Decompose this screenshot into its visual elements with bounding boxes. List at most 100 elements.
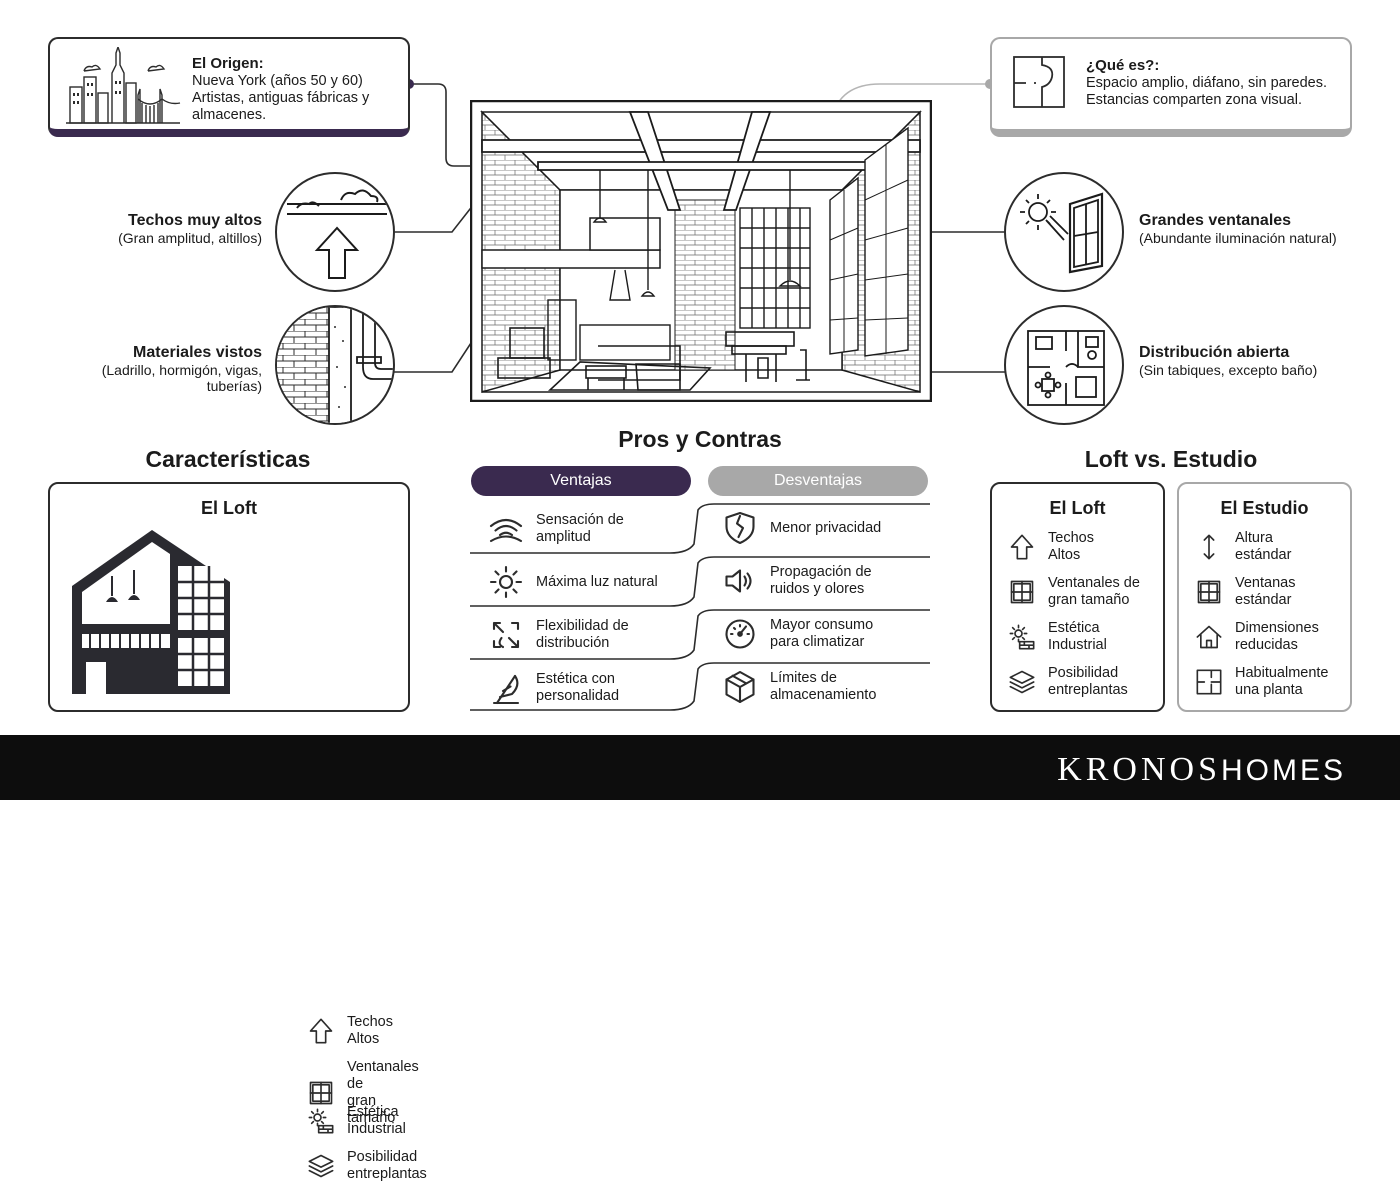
sun-window-icon [1020, 192, 1104, 274]
list-item-text: estándar [1235, 592, 1292, 608]
brand-logo[interactable]: KRONOSHOMES [1057, 751, 1346, 789]
list-item-text: Ventanales de [1048, 575, 1140, 591]
layers-icon [308, 1154, 334, 1178]
list-item-text: Estética con [536, 671, 615, 687]
loft-box-title: El Loft [201, 498, 257, 518]
arrow-up-icon [309, 1018, 333, 1044]
list-item-text: Industrial [1048, 637, 1107, 653]
list-item-text: almacenamiento [770, 687, 877, 703]
feature-distribution: Distribución abierta (Sin tabiques, exce… [1139, 344, 1317, 378]
move-arrows-icon [492, 621, 520, 649]
feature-subtitle: tuberías) [206, 378, 262, 394]
comparison-studio-card: El Estudio [1177, 482, 1352, 712]
feature-circle-materials [275, 305, 395, 425]
feature-materials: Materiales vistos (Ladrillo, hormigón, v… [70, 344, 262, 394]
definition-card: ¿Qué es?: Espacio amplio, diáfano, sin p… [990, 37, 1352, 137]
loft-building-icon [72, 530, 230, 694]
list-item-text: Estética [1048, 620, 1100, 636]
list-item: Menor privacidad [722, 510, 881, 546]
brand-name-b: HOMES [1220, 754, 1346, 787]
exposed-materials-icon [277, 307, 393, 423]
list-item-text: gran tamaño [1048, 592, 1130, 608]
feature-title: Materiales vistos [133, 344, 262, 361]
list-item-text: Sensación de [536, 512, 624, 528]
list-item-text: Flexibilidad de [536, 618, 629, 634]
pros-contras-heading: Pros y Contras [618, 426, 782, 452]
floorplan-icon [1013, 56, 1065, 108]
feature-circle-high-ceiling [275, 172, 395, 292]
list-item-text: Propagación de [770, 564, 872, 580]
comparison-heading: Loft vs. Estudio [1084, 446, 1258, 472]
feature-title: Techos muy altos [128, 212, 262, 229]
definition-line: Estancias comparten zona visual. [1086, 92, 1302, 108]
window-icon [1010, 580, 1034, 604]
floorplan-icon [1027, 330, 1105, 406]
list-item-text: reducidas [1235, 637, 1298, 653]
pros-contras-dividers [470, 503, 930, 711]
house-icon [1196, 625, 1222, 649]
list-item-text: Mayor consumo [770, 617, 874, 633]
gear-brick-icon [308, 1108, 334, 1134]
gear-brick-icon [1009, 624, 1035, 650]
box-icon [725, 670, 755, 704]
list-item-text: Ventanas [1235, 575, 1296, 591]
window-icon [309, 1081, 333, 1105]
feature-high-ceiling: Techos muy altos (Gran amplitud, altillo… [70, 212, 262, 246]
feature-subtitle: (Gran amplitud, altillos) [118, 230, 262, 246]
list-item-text: Habitualmente [1235, 665, 1329, 681]
layers-icon [1009, 670, 1035, 694]
gauge-icon [725, 619, 755, 649]
feature-title: Grandes ventanales [1139, 212, 1292, 229]
list-item-text: entreplantas [1048, 682, 1128, 698]
list-item-text: Altura [1235, 530, 1273, 546]
list-item-text: estándar [1235, 547, 1292, 563]
window-icon [1197, 580, 1221, 604]
broken-shield-icon [725, 511, 755, 545]
list-item: Máxima luz natural [488, 564, 658, 600]
arrow-up-icon [1010, 534, 1034, 560]
list-item-text: personalidad [536, 688, 620, 704]
list-item-text: Altos [347, 1031, 380, 1047]
wifi-waves-icon [489, 518, 523, 543]
list-item-text: Límites de [770, 670, 837, 686]
speaker-icon [725, 569, 752, 593]
loft-box-title: El Loft [1049, 498, 1106, 518]
origin-line: Artistas, antiguas fábricas y [192, 90, 370, 106]
list-item-text: distribución [536, 635, 610, 651]
loft-illustration [470, 100, 932, 402]
list-item-text: Estética [347, 1104, 399, 1120]
list-item-text: amplitud [536, 529, 591, 545]
list-item-text: entreplantas [347, 1166, 427, 1182]
pros-label: Ventajas [471, 466, 691, 496]
feature-windows: Grandes ventanales (Abundante iluminació… [1139, 212, 1337, 246]
feature-subtitle: (Abundante iluminación natural) [1139, 230, 1337, 246]
definition-title: ¿Qué es?: [1086, 57, 1160, 74]
list-item-text: Techos [347, 1014, 393, 1030]
list-item-text: Posibilidad [1048, 665, 1119, 681]
brand-name-a: KRONOS [1057, 751, 1221, 788]
origin-title: El Origen: [192, 55, 264, 72]
sun-icon [489, 565, 523, 599]
list-item-text: para climatizar [770, 634, 865, 650]
list-item-text: Menor privacidad [770, 519, 882, 536]
floorplan-icon [1196, 669, 1222, 695]
list-item-text: Industrial [347, 1121, 406, 1137]
feather-icon [492, 674, 520, 705]
list-item-text: Posibilidad [347, 1149, 418, 1165]
footer-bar: KRONOSHOMES [0, 735, 1400, 800]
feature-title: Distribución abierta [1139, 344, 1290, 361]
list-item-text: Máxima luz natural [536, 573, 658, 590]
